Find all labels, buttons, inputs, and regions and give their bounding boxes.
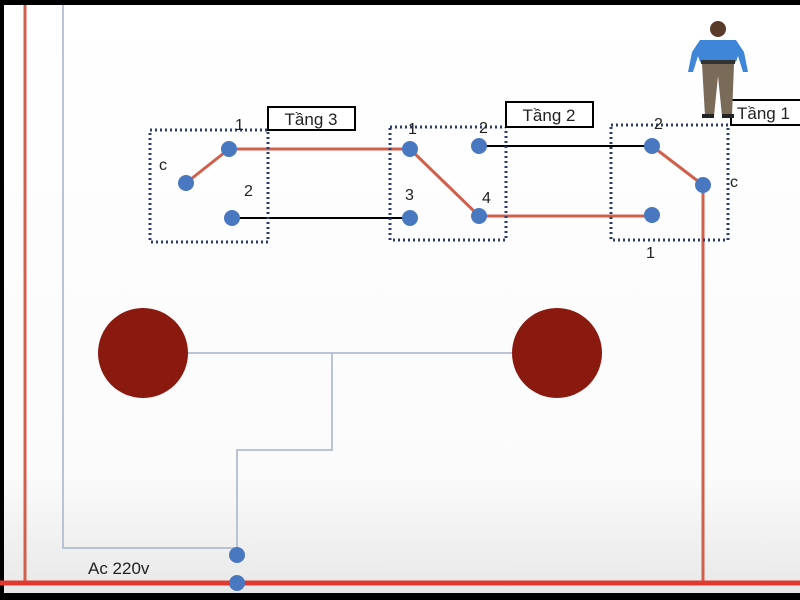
label-f1-2: 2 (654, 116, 663, 133)
floor-1-label: Tầng 1 (737, 104, 790, 123)
label-f2-3: 3 (405, 187, 414, 204)
terminal-f3-c (178, 175, 194, 191)
terminals (178, 138, 711, 591)
switch-box-floor-1 (609, 123, 730, 242)
label-f2-1: 1 (408, 121, 417, 138)
terminal-f2-4 (471, 208, 487, 224)
floor-3-label: Tầng 3 (285, 110, 338, 129)
label-f2-2: 2 (479, 120, 488, 137)
label-f3-2: 2 (244, 183, 253, 200)
floor-3-label-box (267, 106, 356, 131)
floor-2-label-box (505, 101, 594, 128)
traveler-wires (232, 145, 652, 219)
label-f1-1: 1 (646, 245, 655, 262)
terminal-f2-2 (471, 138, 487, 154)
lamp-left (98, 308, 188, 398)
terminal-supply-neutral (229, 547, 245, 563)
terminal-f3-2 (224, 210, 240, 226)
neutral-wire (62, 5, 513, 555)
terminal-f3-1 (221, 141, 237, 157)
terminal-f2-3 (402, 210, 418, 226)
switch-box-floor-2 (388, 125, 508, 242)
label-f1-c: c (730, 174, 738, 191)
floor-2-label: Tầng 2 (523, 106, 576, 125)
terminal-f1-1 (644, 207, 660, 223)
terminal-f1-2 (644, 138, 660, 154)
background (4, 5, 800, 593)
terminal-supply-live (229, 575, 245, 591)
label-f3-1: 1 (235, 117, 244, 134)
label-f3-c: c (159, 157, 167, 174)
supply-label: Ac 220v (88, 559, 150, 578)
label-f2-4: 4 (482, 190, 491, 207)
lamp-right (512, 308, 602, 398)
person-icon (688, 21, 748, 118)
terminal-f1-c (695, 177, 711, 193)
terminal-f2-1 (402, 141, 418, 157)
